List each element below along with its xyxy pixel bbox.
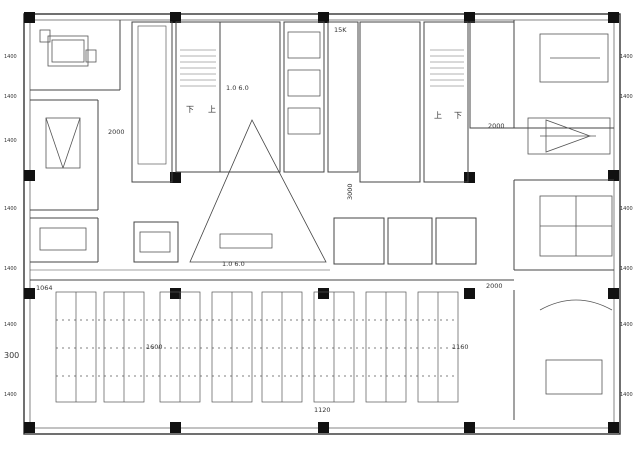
wall-dim: 1400 (4, 392, 17, 398)
structural-columns (24, 12, 619, 433)
wall-dim: 1400 (4, 322, 17, 328)
dim-1160: 1160 (452, 343, 469, 351)
dim-2000-right: 2000 (488, 122, 505, 130)
outer-walls (23, 13, 621, 435)
wall-dim: 1400 (4, 138, 17, 144)
dim-1064: 1064 (36, 284, 53, 292)
wall-dim: 1400 (620, 392, 633, 398)
dim-300: 300 (4, 351, 19, 360)
wall-dim: 1400 (620, 266, 633, 272)
right-rooms-furniture (527, 33, 613, 395)
stair-down-right-label: 下 (454, 111, 462, 120)
wall-dim: 1400 (620, 54, 633, 60)
wall-dim: 1400 (4, 206, 17, 212)
open-office-workstations (55, 291, 459, 403)
column-label: 15K (334, 26, 347, 34)
dim-3000: 3000 (346, 183, 354, 200)
dim-2000-mid: 2000 (486, 282, 503, 290)
wall-dim: 1400 (4, 94, 17, 100)
left-rooms-furniture (39, 29, 171, 253)
wall-dim: 1400 (4, 54, 17, 60)
dim-1120: 1120 (314, 406, 331, 414)
interior-walls (30, 20, 614, 420)
stair-up-label: 上 (208, 105, 216, 114)
dim-1600: 1600 (146, 343, 163, 351)
stairs (180, 49, 464, 87)
wall-dim: 1400 (620, 206, 633, 212)
dim-2000-left: 2000 (108, 128, 125, 136)
stair-up-right-label: 上 (434, 111, 442, 120)
wall-dim: 1400 (620, 322, 633, 328)
lobby-dim-label: 1.0 6.0 (226, 84, 249, 92)
stair-down-label: 下 (186, 105, 194, 114)
wall-dim: 1400 (4, 266, 17, 272)
plan-labels: 2000 2000 2000 300 1064 1600 1160 1120 3… (4, 26, 505, 414)
wall-dim: 1400 (620, 94, 633, 100)
lobby-dim-bottom-label: 1.0 6.0 (222, 260, 245, 268)
wall-dimensions: 1400 1400 1400 1400 1400 1400 1400 1400 … (4, 54, 633, 398)
